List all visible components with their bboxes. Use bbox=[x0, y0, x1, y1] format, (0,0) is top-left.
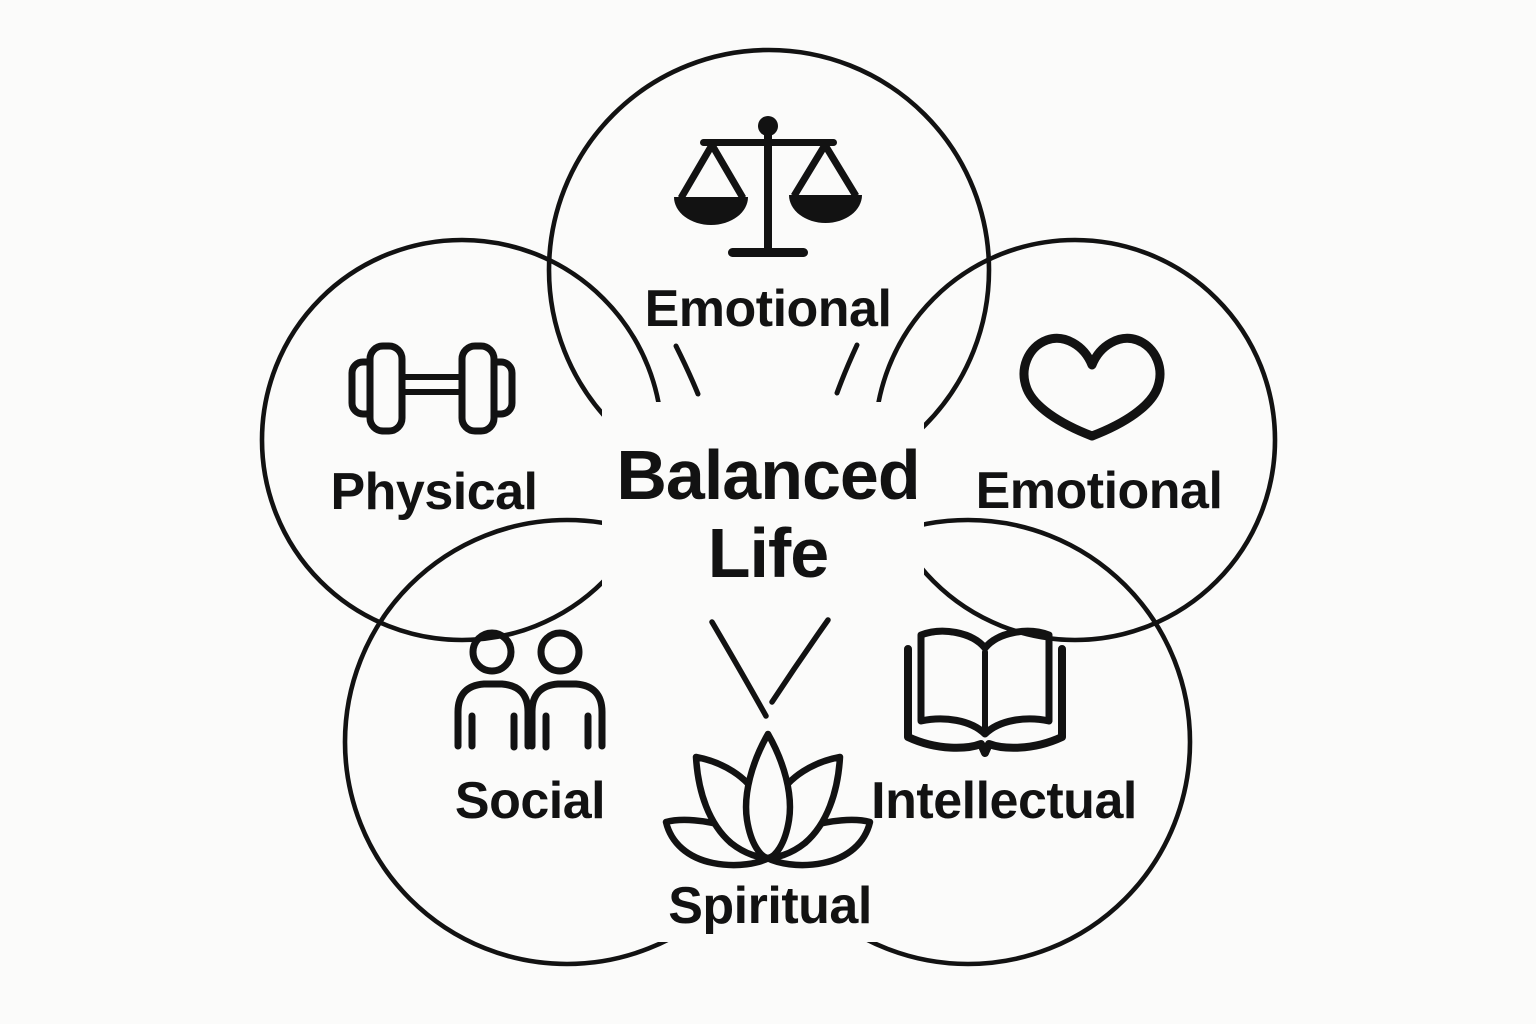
accent-tick-right bbox=[834, 342, 860, 396]
scales-icon bbox=[674, 116, 862, 257]
title-line-1: Balanced bbox=[616, 436, 920, 514]
lotus-icon bbox=[662, 730, 874, 869]
heart-icon bbox=[1019, 334, 1165, 441]
book-icon bbox=[904, 627, 1066, 757]
knockout-spiritual bbox=[656, 874, 884, 942]
label-emotional-right: Emotional bbox=[975, 462, 1223, 520]
check-v-left-stroke bbox=[709, 619, 769, 719]
check-v-right-stroke bbox=[769, 617, 831, 705]
label-intellectual: Intellectual bbox=[871, 772, 1137, 830]
balanced-life-title: Balanced Life bbox=[616, 436, 920, 592]
dumbbell-icon bbox=[348, 342, 516, 435]
label-emotional-top: Emotional bbox=[644, 280, 892, 338]
title-line-2: Life bbox=[707, 514, 829, 592]
accent-tick-left bbox=[673, 343, 701, 397]
knockout-center bbox=[602, 402, 924, 614]
label-social: Social bbox=[454, 772, 606, 830]
people-icon bbox=[454, 629, 606, 751]
label-spiritual: Spiritual bbox=[668, 877, 872, 935]
label-physical: Physical bbox=[330, 463, 538, 521]
